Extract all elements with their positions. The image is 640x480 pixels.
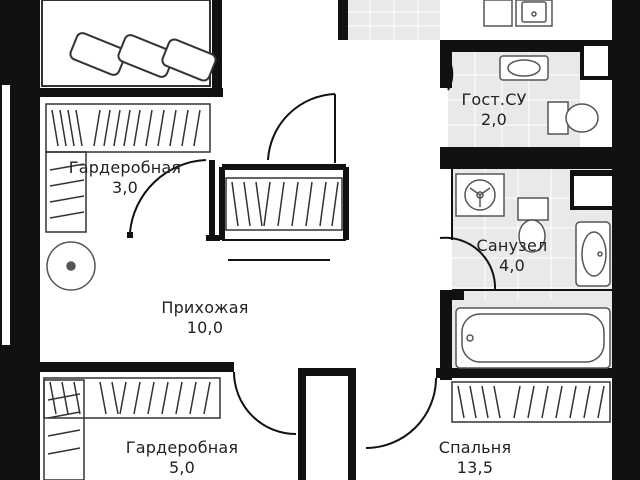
room-name: Гост.СУ <box>461 90 527 109</box>
top-sink <box>483 0 553 27</box>
bed-top <box>41 0 217 87</box>
room-name: Гардеробная <box>68 158 182 177</box>
room-name: Спальня <box>438 438 512 457</box>
room-name: Прихожая <box>161 298 249 317</box>
wall-openings <box>574 46 612 206</box>
room-label-hallway: Прихожая 10,0 <box>150 298 260 338</box>
room-label-wardrobe-top: Гардеробная 3,0 <box>63 158 187 198</box>
room-label-bedroom: Спальня 13,5 <box>430 438 520 478</box>
room-label-guest-wc: Гост.СУ 2,0 <box>452 90 536 130</box>
thin-lines <box>222 168 612 291</box>
room-label-bathroom: Санузел 4,0 <box>468 236 556 276</box>
partitions <box>127 160 349 241</box>
room-area: 5,0 <box>168 458 196 477</box>
room-name: Гардеробная <box>125 438 239 457</box>
room-area: 13,5 <box>456 458 494 477</box>
room-label-wardrobe-bottom: Гардеробная 5,0 <box>120 438 244 478</box>
bathroom-fixtures <box>455 173 611 369</box>
room-area: 2,0 <box>480 110 508 129</box>
door-swings <box>129 57 497 449</box>
guest-wc-fixtures <box>499 55 599 135</box>
room-area: 3,0 <box>111 178 139 197</box>
round-table <box>46 241 96 291</box>
wardrobe-hatching <box>43 103 611 480</box>
room-area: 10,0 <box>186 318 224 337</box>
room-area: 4,0 <box>498 256 526 275</box>
room-name: Санузел <box>476 236 548 255</box>
